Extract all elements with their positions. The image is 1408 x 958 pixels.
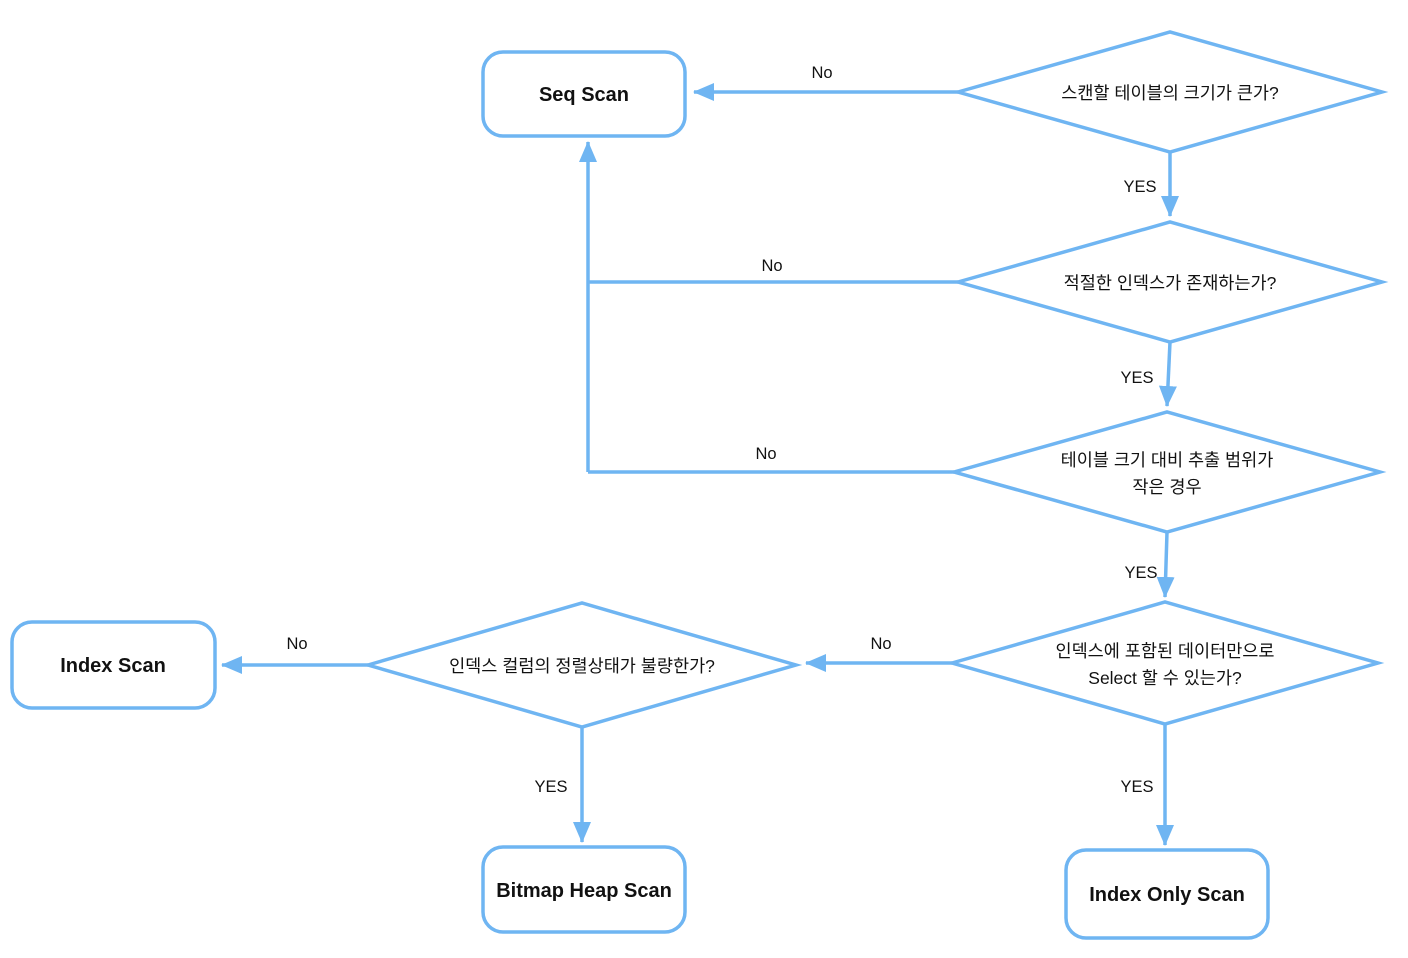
node-seq-scan: Seq Scan (481, 50, 687, 138)
decision-sort-state-shape (361, 601, 803, 729)
node-seq-scan-label: Seq Scan (539, 84, 629, 106)
decision-sort-state: 인덱스 컬럼의 정렬상태가 불량한가? (361, 601, 803, 729)
edge-label-yes-index-only: YES (1120, 778, 1153, 796)
node-index-only-scan: Index Only Scan (1064, 848, 1270, 940)
decision-table-size-shape (951, 30, 1389, 154)
edge-label-no-table-size: No (811, 64, 832, 82)
node-index-scan-shape (10, 620, 217, 710)
edge-label-yes-extract-range: YES (1124, 564, 1157, 582)
decision-table-size-label: 스캔할 테이블의 크기가 큰가? (1061, 83, 1279, 103)
decision-extract-range-label-line1: 테이블 크기 대비 추출 범위가 (1061, 450, 1274, 470)
decision-index-only-label-line2: Select 할 수 있는가? (1088, 668, 1242, 688)
decision-extract-range: 테이블 크기 대비 추출 범위가 작은 경우 (947, 410, 1387, 534)
edge-label-yes-table-size: YES (1123, 178, 1156, 196)
edge-labels: No YES No YES No YES No YES No YES (286, 64, 1157, 796)
edge-label-no-index-only: No (870, 635, 891, 653)
decision-index-only-shape (945, 600, 1385, 726)
node-bitmap-heap-scan-shape (481, 845, 687, 934)
node-seq-scan-shape (481, 50, 687, 138)
edge-label-no-sort-state: No (286, 635, 307, 653)
edge-yes-extract-range-to-index-only (1156, 531, 1175, 598)
node-bitmap-heap-scan-label: Bitmap Heap Scan (496, 880, 672, 902)
decision-extract-range-label-line2: 작은 경우 (1132, 477, 1201, 497)
decision-index-exists-label: 적절한 인덱스가 존재하는가? (1064, 273, 1277, 293)
decision-extract-range-shape (947, 410, 1387, 534)
edges (221, 83, 1179, 846)
decision-index-exists: 적절한 인덱스가 존재하는가? (951, 220, 1389, 344)
decision-index-only: 인덱스에 포함된 데이터만으로 Select 할 수 있는가? (945, 600, 1385, 726)
edge-label-yes-index-exists: YES (1120, 369, 1153, 387)
node-index-scan: Index Scan (10, 620, 217, 710)
node-index-only-scan-shape (1064, 848, 1270, 940)
edge-yes-index-exists-to-extract-range (1158, 341, 1177, 407)
node-index-only-scan-label: Index Only Scan (1089, 884, 1245, 906)
decision-sort-state-label: 인덱스 컬럼의 정렬상태가 불량한가? (449, 656, 715, 676)
node-index-scan-label: Index Scan (60, 655, 166, 677)
decision-index-only-label-line1: 인덱스에 포함된 데이터만으로 (1055, 641, 1274, 661)
edge-label-no-extract-range: No (755, 445, 776, 463)
node-bitmap-heap-scan: Bitmap Heap Scan (481, 845, 687, 934)
edge-label-yes-sort-state: YES (534, 778, 567, 796)
decision-table-size: 스캔할 테이블의 크기가 큰가? (951, 30, 1389, 154)
decision-index-exists-shape (951, 220, 1389, 344)
edge-label-no-index-exists: No (761, 257, 782, 275)
